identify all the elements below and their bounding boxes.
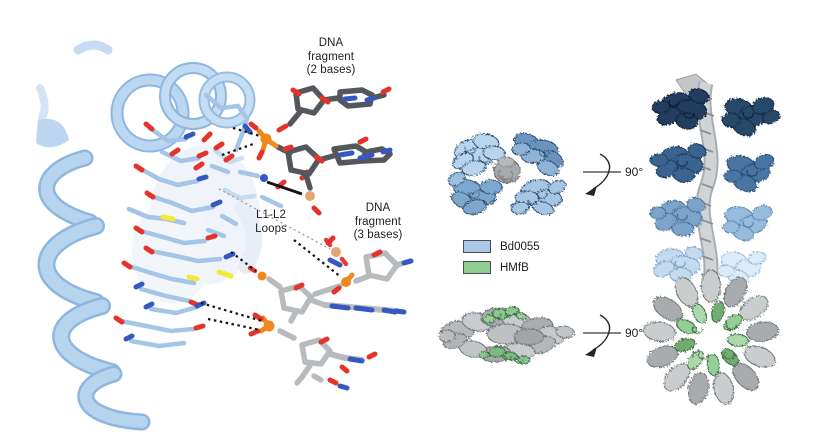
dna-fragment-3bases xyxy=(266,250,413,386)
nitrogen-atoms xyxy=(123,123,343,342)
phosphates-3bases xyxy=(247,265,355,337)
rotation-arrow-bottom-icon xyxy=(583,314,621,357)
label-l1-l2-loops: L1-L2 Loops xyxy=(255,209,287,235)
legend-swatch-hmfb xyxy=(463,261,491,274)
hmfb-nucleosome-top-view xyxy=(642,269,780,405)
legend: Bd0055 HMfB xyxy=(463,240,540,274)
dna-core-front xyxy=(493,156,521,184)
closeup-structure-panel xyxy=(36,40,414,431)
hmfb-core-helices xyxy=(674,301,749,376)
label-dna-fragment-2bases: DNA fragment (2 bases) xyxy=(306,37,356,76)
protein-ribbons xyxy=(36,40,256,431)
legend-label-bd0055: Bd0055 xyxy=(500,240,540,253)
rotation-angle-bottom: 90° xyxy=(625,326,644,340)
dna-fragment-2bases xyxy=(275,85,393,191)
label-dna-fragment-3bases: DNA fragment (3 bases) xyxy=(353,202,403,241)
legend-item-hmfb: HMfB xyxy=(463,261,540,274)
sulfur-atoms xyxy=(160,214,234,282)
covalent-link xyxy=(266,180,303,196)
bd0055-complex-front-view xyxy=(448,132,567,216)
hmfb-nucleosome-side-view xyxy=(438,306,575,365)
dna2-nitrogens xyxy=(337,95,393,161)
bd0055-filament-side-view xyxy=(649,73,781,294)
phosphate-p1 xyxy=(248,121,279,161)
dna-wrap-ring xyxy=(642,269,780,405)
amide-nitrogen xyxy=(260,174,268,182)
dna3-oxygens xyxy=(293,249,383,386)
hydrogen-bonds xyxy=(200,126,342,332)
rotation-arrow-top-icon xyxy=(583,153,621,196)
legend-swatch-bd0055 xyxy=(463,240,491,253)
dna2-oxygens xyxy=(276,86,392,164)
legend-label-hmfb: HMfB xyxy=(500,261,529,274)
protein-sticks xyxy=(118,92,284,349)
legend-item-bd0055: Bd0055 xyxy=(463,240,540,253)
buried-phosphates xyxy=(305,191,349,267)
dna-grooves xyxy=(699,94,715,279)
dna3-nitrogens xyxy=(329,258,414,391)
rotation-angle-top: 90° xyxy=(625,165,644,179)
